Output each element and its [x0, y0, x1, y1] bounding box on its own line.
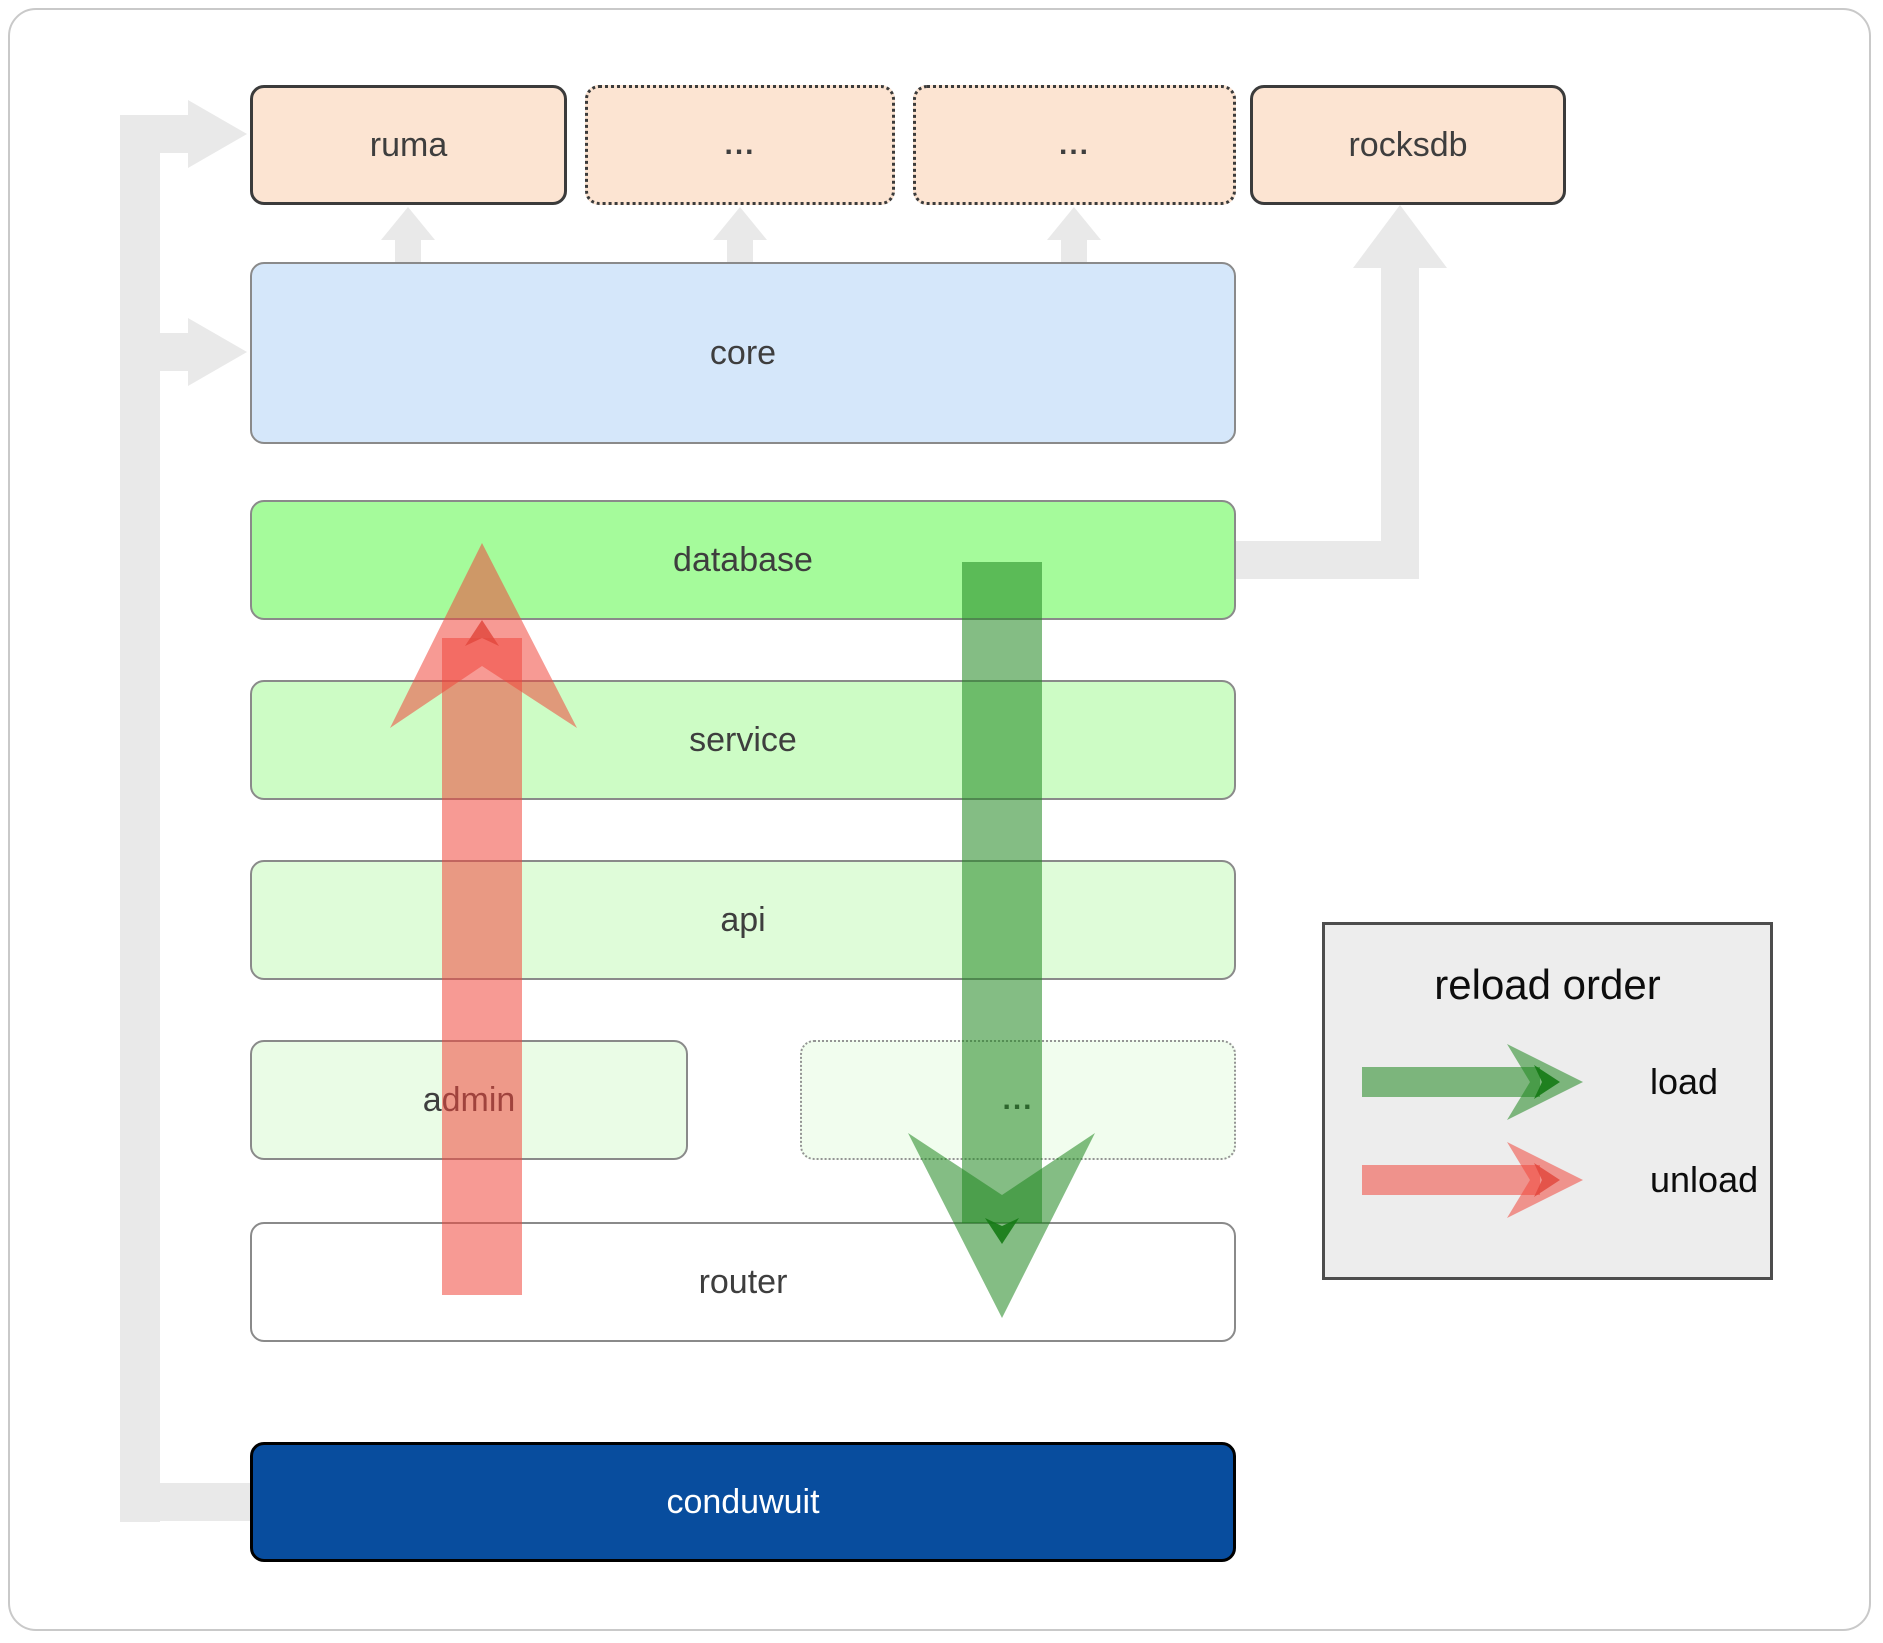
box-admin-label: admin	[422, 1080, 516, 1119]
box-router: router	[250, 1222, 1236, 1342]
box-service-label: service	[689, 720, 797, 759]
box-ruma: ruma	[250, 85, 567, 205]
box-conduwuit: conduwuit	[250, 1442, 1236, 1562]
box-ellipsis-top-1-label: ...	[724, 128, 756, 161]
box-admin: admin	[250, 1040, 688, 1160]
diagram-outer-frame	[8, 8, 1871, 1631]
box-ruma-label: ruma	[369, 125, 448, 164]
box-ellipsis-admin-row: ...	[800, 1040, 1236, 1160]
box-rocksdb: rocksdb	[1250, 85, 1566, 205]
box-conduwuit-label: conduwuit	[666, 1482, 820, 1521]
box-service: service	[250, 680, 1236, 800]
box-core-label: core	[709, 333, 777, 372]
legend-load-label: load	[1650, 1061, 1719, 1102]
box-ellipsis-top-2-label: ...	[1058, 128, 1090, 161]
box-database-label: database	[673, 540, 813, 579]
box-api: api	[250, 860, 1236, 980]
box-router-label: router	[698, 1262, 788, 1301]
box-database: database	[250, 500, 1236, 620]
box-ellipsis-top-1: ...	[585, 85, 895, 205]
box-api-label: api	[720, 900, 766, 939]
box-rocksdb-label: rocksdb	[1348, 125, 1468, 164]
legend-title: reload order	[1434, 961, 1661, 1008]
box-ellipsis-top-2: ...	[913, 85, 1236, 205]
box-ellipsis-admin-row-label: ...	[1002, 1083, 1034, 1116]
legend-unload-label: unload	[1650, 1159, 1759, 1200]
box-core: core	[250, 262, 1236, 444]
